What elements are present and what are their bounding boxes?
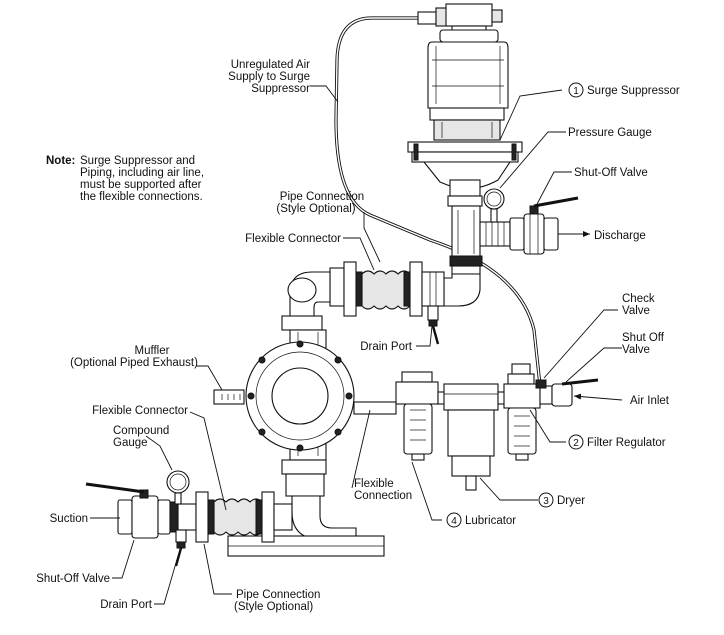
note-line-4: the flexible connections. (80, 191, 203, 203)
unregulated-air-label-2: Supply to Surge (228, 71, 310, 83)
lubricator (395, 371, 439, 461)
discharge-label: Discharge (594, 230, 646, 242)
callout-number-3: 3 (543, 496, 549, 507)
muffler (213, 389, 245, 405)
pressure-gauge-label: Pressure Gauge (568, 127, 652, 139)
lubricator-label: Lubricator (465, 515, 516, 527)
callout-number-4: 4 (451, 516, 457, 527)
callout-circle-3 (538, 492, 554, 508)
suction-label: Suction (50, 513, 88, 525)
drain-port-bottom (174, 529, 187, 567)
drain-port-bottom-label: Drain Port (100, 599, 153, 611)
pressure-gauge (483, 188, 505, 223)
flexible-connector-top (329, 261, 445, 317)
callout-circle-4 (446, 512, 462, 528)
pipe-connection-top-label-1: Pipe Connection (280, 191, 364, 203)
shutoff-valve-top-label: Shut-Off Valve (574, 167, 648, 179)
pipe-connection-top-label-2: (Style Optional) (276, 203, 355, 215)
compound-gauge (166, 470, 190, 505)
discharge-piping (443, 195, 511, 307)
callout-circle-2 (568, 434, 584, 450)
dryer-label: Dryer (557, 495, 585, 507)
dryer (443, 383, 499, 491)
shut-off-valve-air-label-1: Shut Off (622, 332, 665, 344)
note: Note: Surge Suppressor and Piping, inclu… (46, 155, 204, 203)
check-valve-label-2: Valve (622, 305, 650, 317)
note-prefix: Note: (46, 155, 75, 167)
drain-port-top (427, 305, 440, 345)
pipe-connection-bottom-label-1: Pipe Connection (236, 589, 320, 601)
compound-gauge-label-2: Gauge (113, 437, 148, 449)
flexible-connection-label-2: Connection (354, 490, 412, 502)
discharge-shutoff-valve (509, 196, 579, 255)
note-line-1: Surge Suppressor and (80, 155, 195, 167)
compound-gauge-label-1: Compound (113, 425, 169, 437)
shutoff-valve-bottom-label: Shut-Off Valve (36, 573, 110, 585)
note-line-3: must be supported after (80, 179, 202, 191)
diaphragm-pump (227, 271, 397, 557)
callout-number-1: 1 (573, 86, 579, 97)
filter-regulator-label: Filter Regulator (587, 437, 666, 449)
filter-regulator (503, 363, 541, 461)
flexible-connection-label-1: Flexible (354, 478, 394, 490)
air-inlet-label: Air Inlet (630, 395, 670, 407)
muffler-label-1: Muffler (135, 345, 170, 357)
check-valve-label-1: Check (622, 293, 655, 305)
unregulated-air-label-3: Suppressor (251, 83, 310, 95)
callout-circle-1 (568, 82, 584, 98)
leader-lines (90, 85, 622, 605)
air-shutoff-valve (551, 378, 599, 407)
surge-suppressor (407, 3, 523, 197)
pipe-connection-bottom-label-2: (Style Optional) (234, 601, 313, 613)
surge-suppressor-label: Surge Suppressor (587, 85, 680, 97)
suction-piping (85, 482, 293, 543)
drain-port-top-label: Drain Port (360, 341, 413, 353)
unregulated-air-hose (334, 16, 542, 387)
note-line-2: Piping, including air line, (80, 167, 204, 179)
shut-off-valve-air-label-2: Valve (622, 344, 650, 356)
unregulated-air-label-1: Unregulated Air (231, 59, 310, 71)
flexible-connector-top-label: Flexible Connector (245, 233, 341, 245)
flexible-connector-bottom-label: Flexible Connector (92, 405, 188, 417)
muffler-label-2: (Optional Piped Exhaust) (70, 357, 198, 369)
callout-number-2: 2 (573, 438, 579, 449)
air-check-valve (535, 379, 553, 405)
